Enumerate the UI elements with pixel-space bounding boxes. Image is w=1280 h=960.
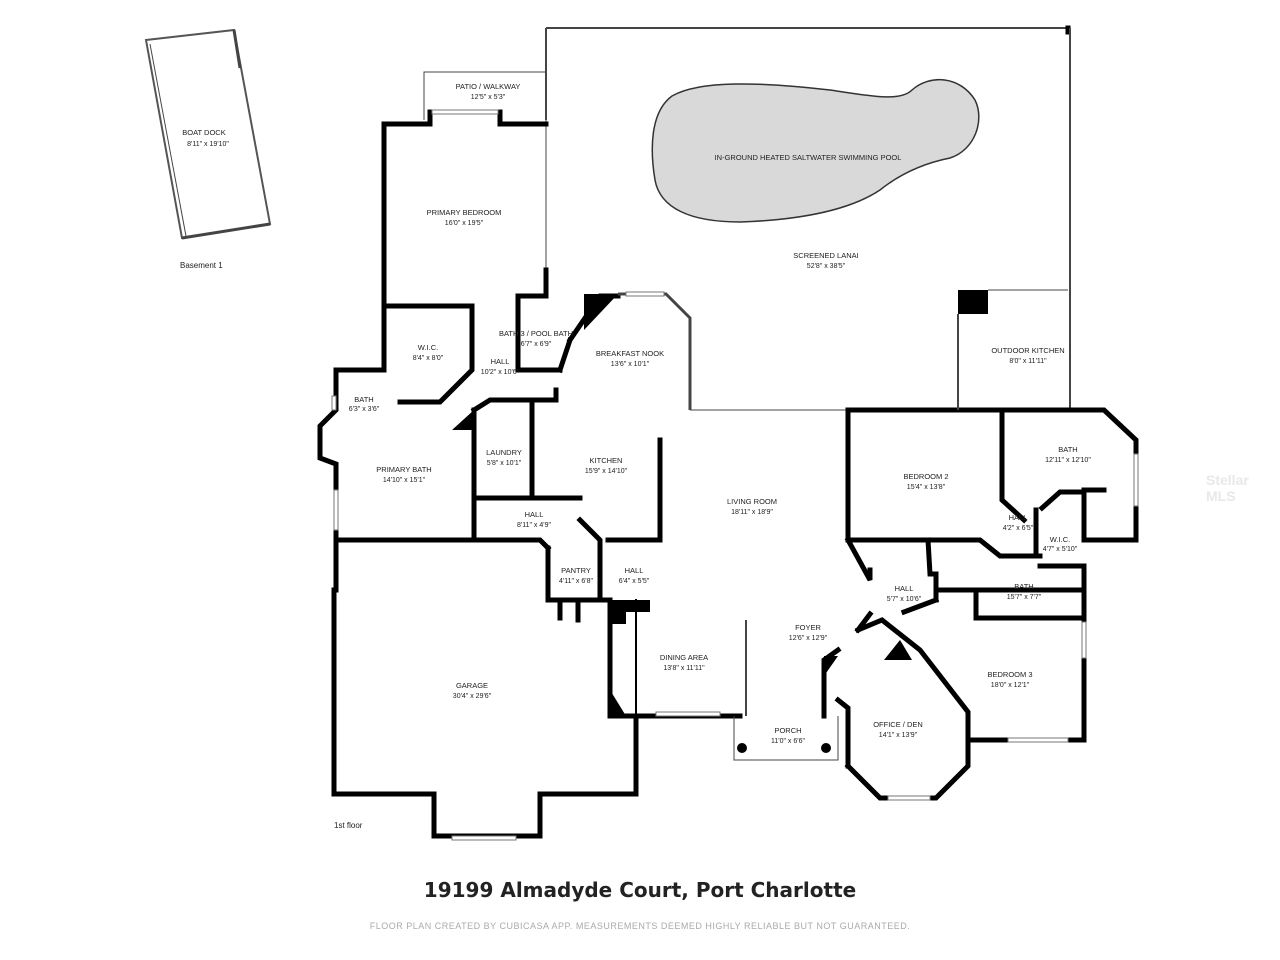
laundry-label: LAUNDRY [486,448,522,457]
hall5-dim: 5'7" x 10'6" [887,596,922,603]
bedroom2-label: BEDROOM 2 [903,472,948,481]
living-room-label: LIVING ROOM [727,497,777,506]
hall1-label: HALL [491,357,510,366]
hall5-label: HALL [895,584,914,593]
hall4-label: HALL [625,566,644,575]
dining-dim: 13'8" x 11'11" [663,665,705,672]
dining-label: DINING AREA [660,653,708,662]
hall2-label: HALL [1009,513,1028,522]
wic2-dim: 4'7" x 5'10" [1043,546,1078,553]
porch-dim: 11'0" x 6'6" [771,738,805,745]
living-room-dim: 18'11" x 18'9" [731,509,773,516]
watermark: Stellar MLS [1206,472,1249,504]
patio-label: PATIO / WALKWAY [456,82,521,91]
lanai-dim: 52'8" x 38'5" [807,263,846,270]
hall3-dim: 8'11" x 4'9" [517,522,551,529]
boat-dock-area [144,28,272,240]
first-floor-label: 1st floor [334,821,363,830]
hall1-dim: 10'2" x 10'6" [481,369,520,376]
boat-dock-dim: 8'11" x 19'10" [187,141,229,148]
pool-label: IN-GROUND HEATED SALTWATER SWIMMING POOL [715,153,902,162]
garage-label: GARAGE [456,681,488,690]
patio-dim: 12'5" x 5'3" [471,94,506,101]
patio-area [423,71,546,120]
outdoor-kitchen-dim: 8'0" x 11'11" [1009,358,1047,365]
pantry-dim: 4'11" x 6'8" [559,578,593,585]
bath-b2-dim: 12'11" x 12'10" [1045,457,1091,464]
bath-b2-label: BATH [1058,445,1077,454]
bedroom3-dim: 18'0" x 12'1" [991,682,1030,689]
bath3-dim: 6'7" x 6'9" [521,341,552,348]
bedroom2-dim: 15'4" x 13'8" [907,484,946,491]
bedroom3-label: BEDROOM 3 [987,670,1032,679]
bath3-label: BATH 3 / POOL BATH [499,329,573,338]
bath-b3-label: BATH [1014,582,1033,591]
bath-small-label: BATH [354,395,373,404]
wic1-label: W.I.C. [418,343,438,352]
kitchen-dim: 15'9" x 14'10" [585,468,628,475]
porch-label: PORCH [774,726,801,735]
primary-bedroom-dim: 16'0" x 19'5" [445,220,484,227]
boat-dock-label: BOAT DOCK [182,128,225,137]
bath-b3-dim: 15'7" x 7'7" [1007,594,1042,601]
hall2-dim: 4'2" x 6'5" [1003,525,1034,532]
breakfast-dim: 13'6" x 10'1" [611,361,650,368]
room-labels: BOAT DOCK 8'11" x 19'10" PATIO / WALKWAY… [180,82,1091,830]
bath-small-dim: 6'3" x 3'6" [349,406,380,413]
foyer-label: FOYER [795,623,821,632]
primary-bath-label: PRIMARY BATH [376,465,431,474]
lanai-label: SCREENED LANAI [793,251,858,260]
wic1-dim: 8'4" x 8'0" [413,355,444,362]
pantry-label: PANTRY [561,566,591,575]
outdoor-kitchen-label: OUTDOOR KITCHEN [991,346,1064,355]
primary-bedroom-label: PRIMARY BEDROOM [427,208,502,217]
kitchen-label: KITCHEN [590,456,623,465]
office-label: OFFICE / DEN [873,720,923,729]
wic2-label: W.I.C. [1050,535,1070,544]
pool-shape [651,78,980,223]
disclaimer-text: FLOOR PLAN CREATED BY CUBICASA APP. MEAS… [369,921,911,931]
page-title: 19199 Almadyde Court, Port Charlotte [423,878,857,902]
basement-floor-label: Basement 1 [180,261,223,270]
breakfast-label: BREAKFAST NOOK [596,349,664,358]
windows [331,109,1139,841]
garage-dim: 30'4" x 29'6" [453,693,492,700]
hall3-label: HALL [525,510,544,519]
foyer-dim: 12'6" x 12'9" [789,635,828,642]
office-dim: 14'1" x 13'9" [879,732,918,739]
laundry-dim: 5'8" x 10'1" [487,460,522,467]
primary-bath-dim: 14'10" x 15'1" [383,477,426,484]
hall4-dim: 6'4" x 5'5" [619,578,650,585]
